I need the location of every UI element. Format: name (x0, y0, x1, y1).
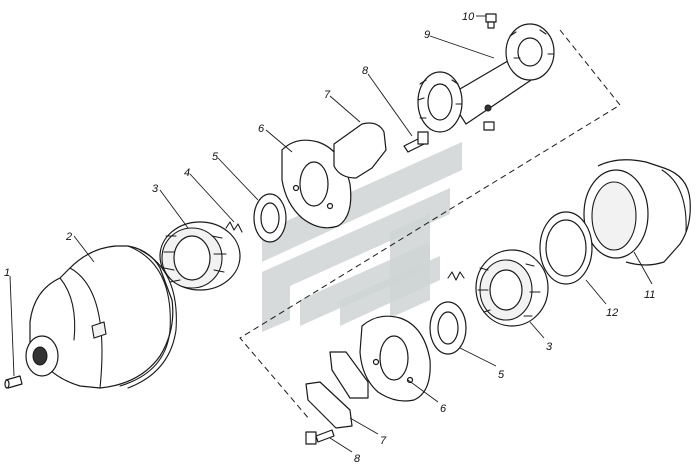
assembly-dashed-line (239, 29, 621, 421)
leader-lines (9, 15, 653, 453)
part-7-lock-plate-lower (305, 351, 369, 429)
part-12-thin-ring (539, 211, 593, 285)
callout-9: 9 (424, 29, 430, 41)
part-6-flange-plate-lower (359, 315, 431, 402)
part-10-grease-fitting (483, 13, 497, 131)
part-1-pin (4, 375, 23, 389)
stylized-logo-watermark (262, 142, 462, 332)
callout-12: 12 (606, 307, 618, 319)
part-2-housing (25, 245, 177, 389)
part-4-spring (225, 221, 243, 233)
part-8-bolt-upper (403, 131, 429, 153)
part-5-seal-ring-lower (429, 301, 467, 355)
callout-labels: 1 2 3 4 5 6 7 8 9 10 11 12 3 5 6 7 8 (4, 11, 655, 465)
callout-3-lower: 3 (546, 341, 553, 353)
part-7-lock-plate-upper (333, 122, 387, 179)
callout-3: 3 (152, 183, 159, 195)
callout-5: 5 (212, 151, 219, 163)
part-8-bolt-lower (305, 429, 335, 445)
part-5-seal-ring-upper (253, 193, 287, 243)
callout-8-lower: 8 (354, 453, 361, 465)
callout-2: 2 (65, 231, 72, 243)
callout-11: 11 (644, 289, 655, 301)
part-3-toothed-ring-lower (475, 249, 549, 327)
callout-7: 7 (324, 89, 331, 101)
part-9-splined-shaft (417, 23, 555, 133)
callout-7-lower: 7 (380, 435, 387, 447)
part-11-housing-cup (583, 159, 691, 266)
callout-5-lower: 5 (498, 369, 505, 381)
callout-4: 4 (184, 167, 190, 179)
callout-6: 6 (258, 123, 265, 135)
callout-1: 1 (4, 267, 10, 279)
part-4-spring-lower (447, 271, 465, 281)
callout-6-lower: 6 (440, 403, 447, 415)
part-3-toothed-ring-upper (159, 221, 241, 291)
callout-10: 10 (462, 11, 475, 23)
callout-8: 8 (362, 65, 369, 77)
